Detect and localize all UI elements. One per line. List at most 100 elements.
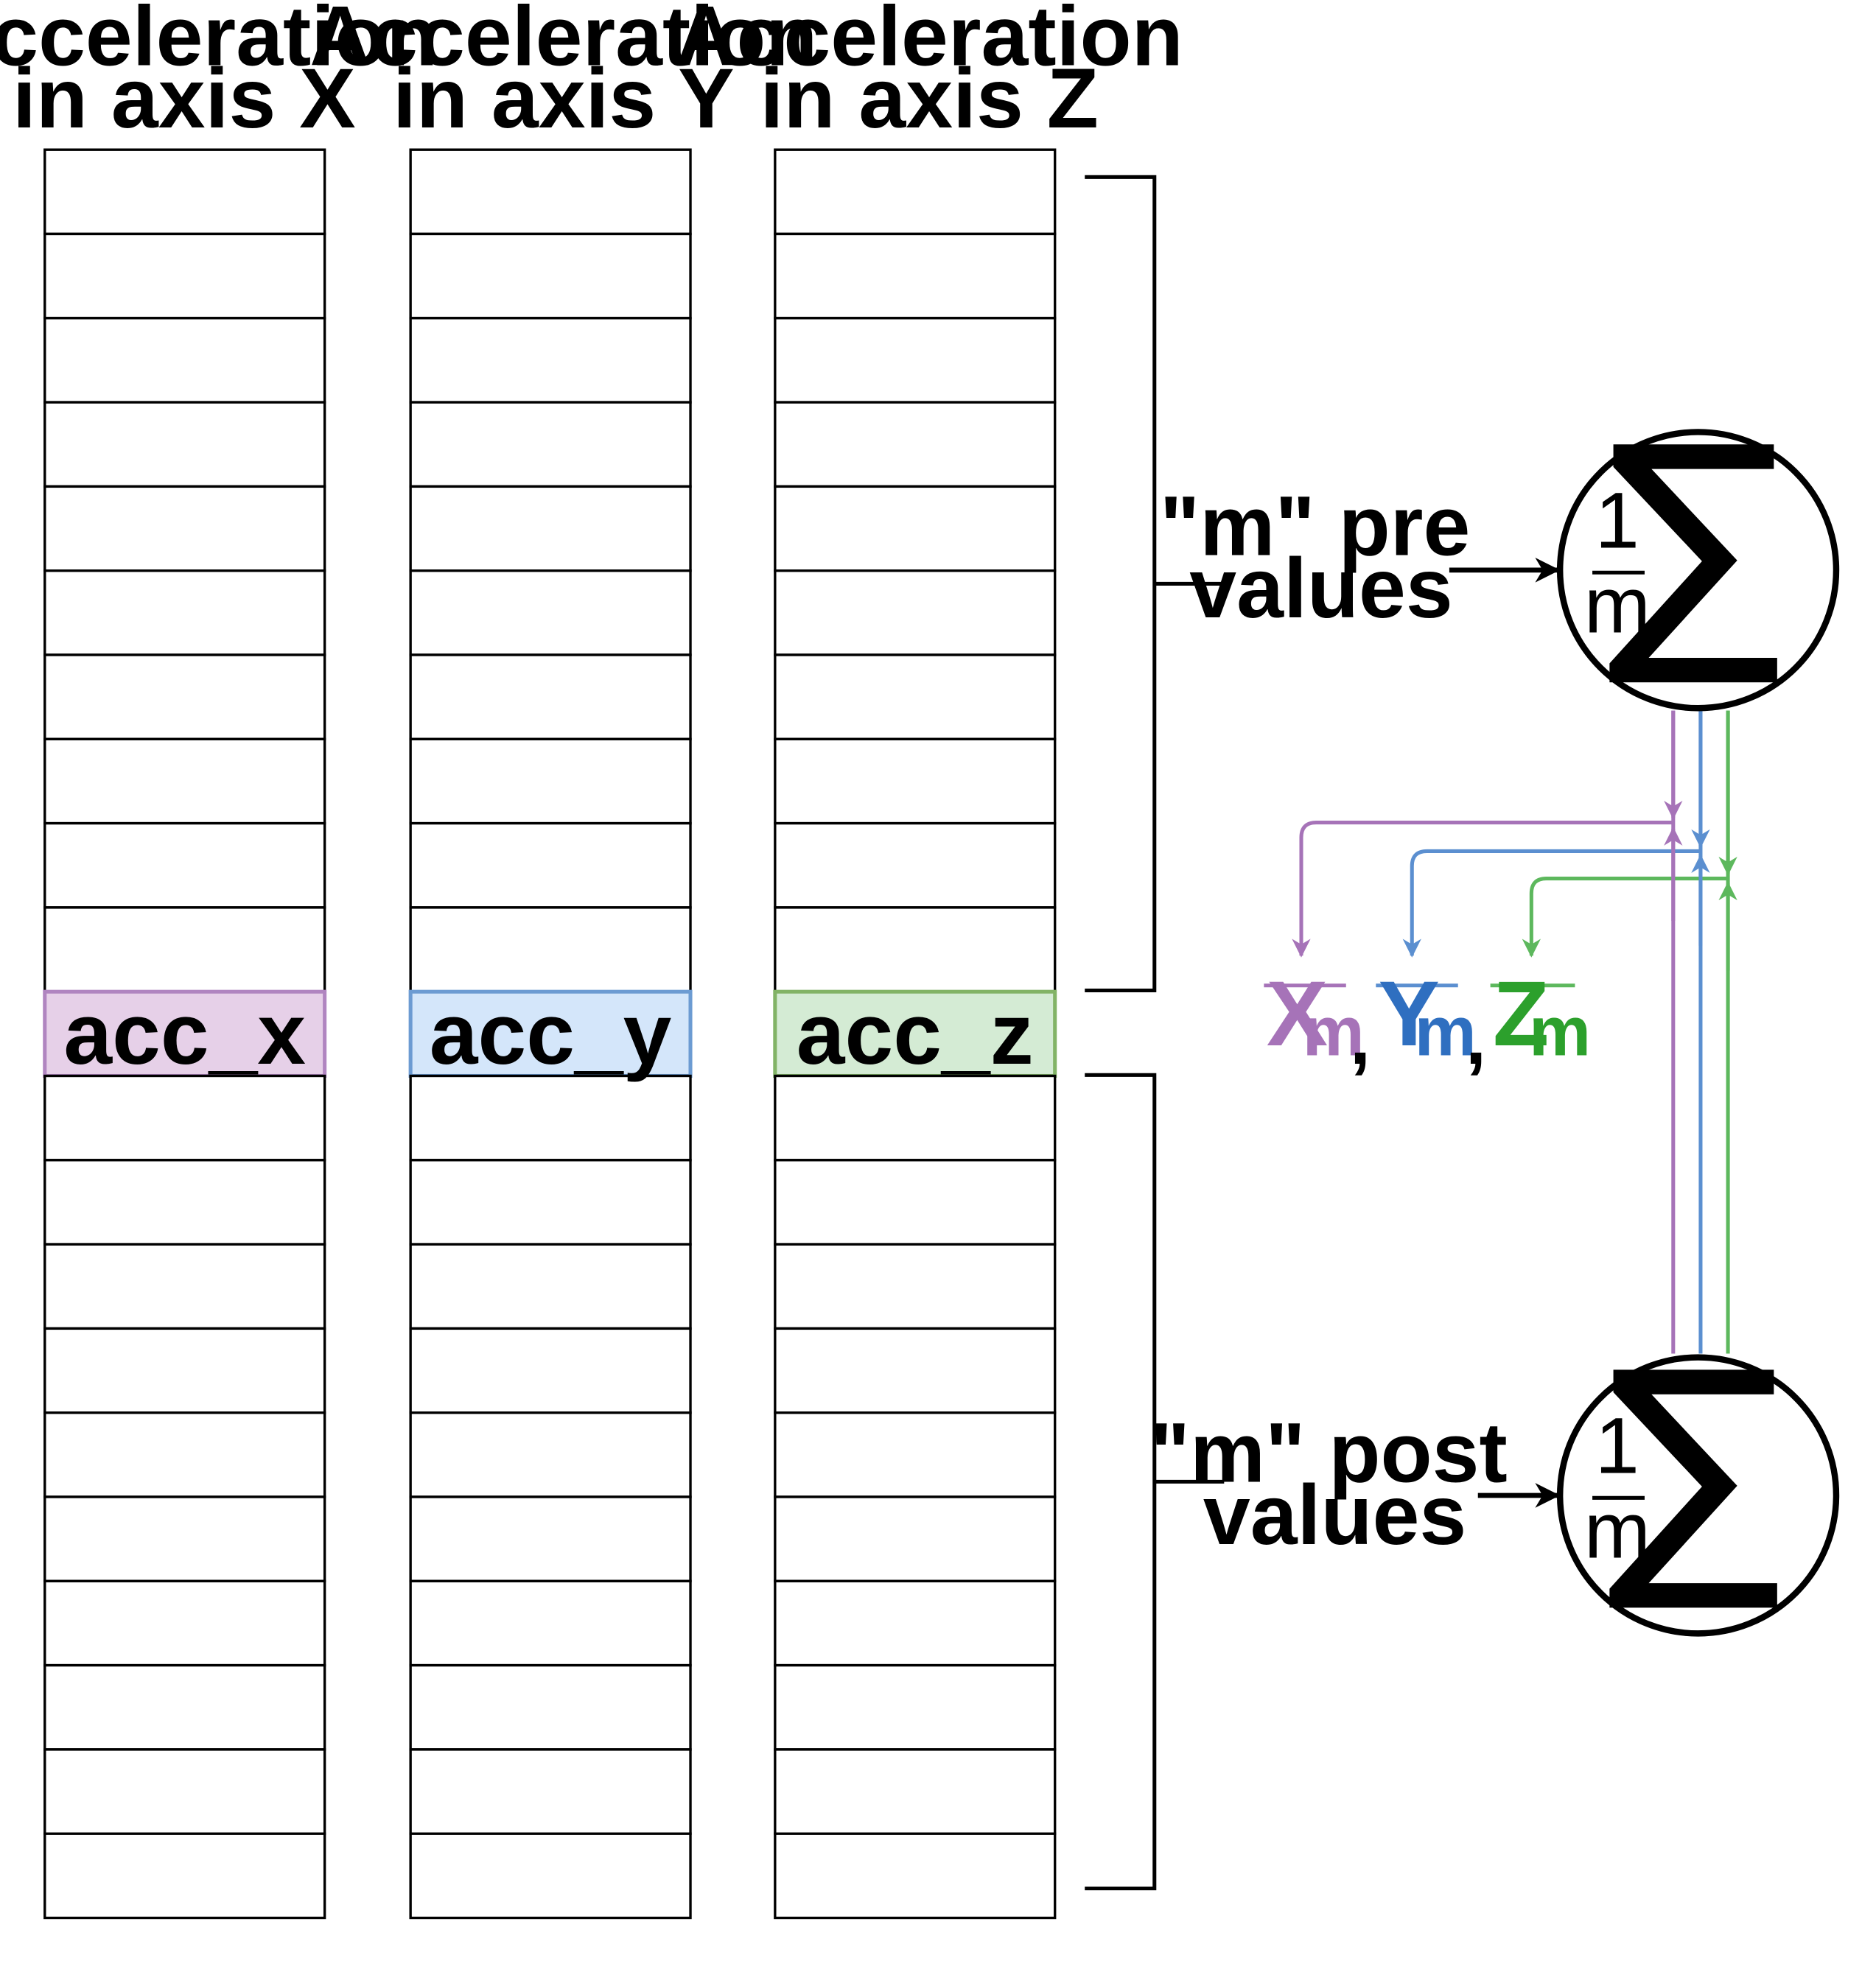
post-average-operator: 1 m ∑ (1556, 1315, 1840, 1637)
mean-z-letter: Z (1493, 963, 1549, 1065)
header-x-line2: in axis X (13, 52, 356, 146)
post-fraction-denominator: m (1584, 1485, 1651, 1574)
buffer-y-cell (409, 317, 692, 404)
post-values-label-line2: values (1203, 1468, 1466, 1562)
pre-fraction-numerator: 1 (1595, 475, 1639, 564)
buffer-x-current-label: acc_x (63, 986, 306, 1083)
buffer-x-cell (43, 1411, 326, 1498)
post-sigma-icon: ∑ (1606, 1315, 1782, 1619)
pre-average-operator: 1 m ∑ (1556, 390, 1840, 712)
header-y-line1: Acceleration (309, 0, 817, 83)
buffer-y-cell (409, 1159, 692, 1246)
buffer-z-cell (774, 1832, 1057, 1920)
buffer-z-current-label: acc_z (797, 986, 1034, 1083)
buffer-y-cell (409, 1411, 692, 1498)
buffer-z-cell (774, 232, 1057, 320)
buffer-y-cell (409, 1327, 692, 1414)
acceleration-buffers: acc_x acc_y acc_z (43, 148, 1057, 1920)
buffer-y-cell (409, 569, 692, 656)
post-values-label-line1: "m" post (1150, 1406, 1508, 1500)
buffer-x-cell (43, 232, 326, 320)
pre-fraction-denominator: m (1584, 560, 1651, 649)
mean-x-symbol: X m (1264, 963, 1365, 1070)
buffer-z-cell (774, 1327, 1057, 1414)
header-y-line2: in axis Y (393, 52, 735, 146)
buffer-y-cell (409, 1074, 692, 1162)
buffer-x-cell (43, 1327, 326, 1414)
buffer-y-cell (409, 737, 692, 825)
buffer-z-cell (774, 653, 1057, 740)
buffer-y-cell (409, 232, 692, 320)
buffer-y-cell (409, 1663, 692, 1751)
buffer-z-cell (774, 148, 1057, 236)
mean-y-subscript: m (1415, 992, 1477, 1070)
buffer-z-cell (774, 1074, 1057, 1162)
buffer-y-current-label: acc_y (430, 986, 672, 1083)
buffer-z-cell (774, 1663, 1057, 1751)
pre-values-label-line2: values (1189, 541, 1452, 636)
buffer-z-cell (774, 1411, 1057, 1498)
buffer-x-cell (43, 1748, 326, 1835)
buffer-x-cell (43, 1579, 326, 1667)
buffer-y-cell (409, 1243, 692, 1330)
post-values-bracket (1085, 1073, 1225, 1891)
buffer-x-current-cell (43, 989, 327, 1078)
buffer-y-cell (409, 401, 692, 488)
buffer-z-cell (774, 821, 1057, 909)
buffer-z-cell (774, 737, 1057, 825)
buffer-y-cell (409, 1579, 692, 1667)
mean-x-subscript: m (1303, 992, 1365, 1070)
mean-y-letter: Y (1379, 963, 1440, 1065)
buffer-y-current-cell (408, 989, 693, 1078)
buffer-x-cell (43, 485, 326, 572)
buffer-y-cell (409, 148, 692, 236)
header-x-line1: Acceleration (0, 0, 438, 83)
buffer-y-cell (409, 485, 692, 572)
buffer-y-cell (409, 1495, 692, 1582)
column-headers: Acceleration in axis X Acceleration in a… (0, 0, 1183, 146)
buffer-z-cell (774, 906, 1057, 993)
pre-values-label-line1: "m" pre (1160, 480, 1470, 574)
buffer-x-cell (43, 148, 326, 236)
buffer-x-cell (43, 821, 326, 909)
buffer-z-cell (774, 485, 1057, 572)
mean-y-connector (1402, 705, 1710, 1354)
header-z-line1: Acceleration (676, 0, 1183, 83)
mean-x-connector (1292, 710, 1683, 1354)
mean-z-connector (1522, 710, 1737, 1354)
buffer-x-cell (43, 1074, 326, 1162)
header-z-line2: in axis Z (760, 52, 1099, 146)
buffer-z-cell (774, 401, 1057, 488)
buffer-z-cell (774, 1495, 1057, 1582)
separator-comma-1: , (1350, 997, 1371, 1080)
buffer-y-cell (409, 906, 692, 993)
pre-values-bracket (1085, 175, 1222, 993)
buffer-z-cell (774, 1579, 1057, 1667)
mean-x-letter: X (1267, 963, 1328, 1065)
buffer-z-cell (774, 1748, 1057, 1835)
mean-z-subscript: m (1529, 992, 1591, 1070)
buffer-z-cell (774, 1159, 1057, 1246)
buffer-x-cell (43, 653, 326, 740)
buffer-x-cell (43, 906, 326, 993)
upward-arrowheads (1664, 827, 1737, 971)
buffer-x-cell (43, 1495, 326, 1582)
buffer-x-cell (43, 1159, 326, 1246)
buffer-z-cell (774, 569, 1057, 656)
separator-comma-2: , (1466, 997, 1486, 1080)
buffer-x-cell (43, 1832, 326, 1920)
buffer-y-cell (409, 1832, 692, 1920)
buffer-y-cell (409, 653, 692, 740)
buffer-z-cell (774, 1243, 1057, 1330)
buffer-x-cell (43, 317, 326, 404)
buffer-y-cell (409, 1748, 692, 1835)
buffer-z-cell (774, 317, 1057, 404)
buffer-x-cell (43, 1243, 326, 1330)
buffer-y-cell (409, 821, 692, 909)
mean-z-symbol: Z m (1490, 963, 1591, 1070)
pre-sigma-icon: ∑ (1606, 390, 1782, 694)
mean-y-symbol: Y m (1376, 963, 1477, 1070)
buffer-x-cell (43, 569, 326, 656)
post-fraction-numerator: 1 (1595, 1401, 1639, 1490)
